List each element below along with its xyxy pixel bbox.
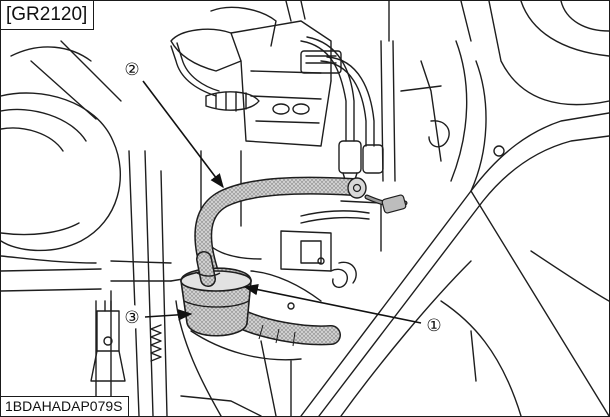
fuel-filter-top bbox=[180, 270, 252, 292]
hose-connector bbox=[347, 177, 367, 199]
callout-leaders bbox=[142, 80, 422, 324]
callout-1-label: ① bbox=[426, 316, 441, 335]
highlighted-parts bbox=[180, 176, 408, 347]
leader-3 bbox=[144, 309, 193, 321]
fuel-hose bbox=[195, 178, 361, 277]
callout-2-label: ② bbox=[124, 60, 139, 79]
figure-code: 1BDAHADAP079S bbox=[1, 396, 129, 416]
callout-3: ③ bbox=[120, 305, 144, 329]
callout-1: ① bbox=[422, 313, 446, 337]
callout-2: ② bbox=[120, 57, 144, 81]
model-tag: [GR2120] bbox=[1, 1, 95, 30]
callout-3-label: ③ bbox=[124, 308, 139, 327]
return-hose bbox=[232, 310, 340, 344]
leader-1 bbox=[243, 283, 422, 324]
callout-labels: ② ① ③ bbox=[120, 57, 446, 337]
leader-2 bbox=[142, 80, 224, 189]
